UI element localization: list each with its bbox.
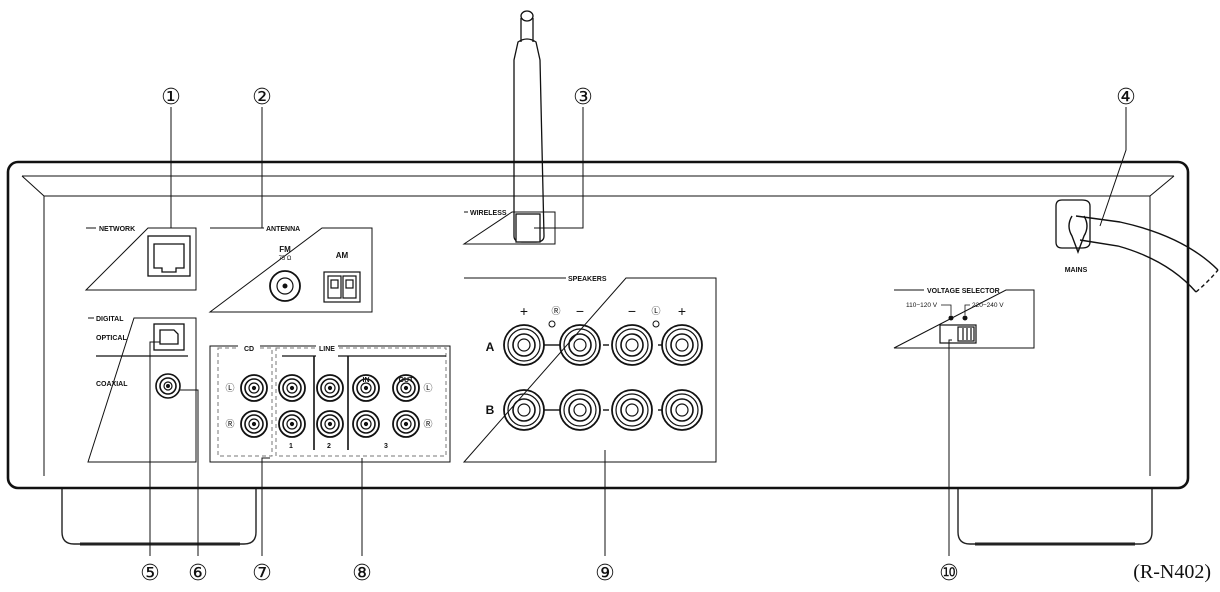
line-label: LINE xyxy=(319,346,335,353)
voltage-selector-label: VOLTAGE SELECTOR xyxy=(927,288,1000,295)
cd-right-mark: Ⓡ xyxy=(225,419,234,429)
out-right-mark: Ⓡ xyxy=(423,419,432,429)
rca-jack-line3-in-right[interactable] xyxy=(352,410,380,438)
speaker-left-mark: Ⓛ xyxy=(651,306,660,316)
voltage-selector-switch[interactable] xyxy=(939,324,977,344)
rca-jack-line3-out-right[interactable] xyxy=(392,410,420,438)
callout-3: ③ xyxy=(573,85,593,110)
network-section: NETWORK xyxy=(84,226,197,291)
callout-10: ⑩ xyxy=(939,561,959,586)
voltage-selector-section: VOLTAGE SELECTOR 110−120 V 220−240 V xyxy=(893,288,1035,349)
wireless-antenna[interactable] xyxy=(513,10,545,243)
speaker-a-right-minus: − xyxy=(576,303,584,319)
callout-7: ⑦ xyxy=(252,561,272,586)
antenna-label: ANTENNA xyxy=(266,226,300,233)
mains-section: MAINS xyxy=(1055,199,1219,293)
chassis xyxy=(6,160,1190,490)
digital-section: DIGITAL OPTICAL COAXIAL xyxy=(87,316,197,463)
speaker-a-label: A xyxy=(486,340,495,354)
digital-label: DIGITAL xyxy=(96,316,124,323)
model-label: (R-N402) xyxy=(1133,561,1211,583)
fm-antenna-jack[interactable] xyxy=(269,270,301,302)
analog-section: CD LINE IN OUT Ⓛ Ⓡ Ⓛ Ⓡ 1 2 3 xyxy=(209,344,451,463)
am-antenna-terminal[interactable] xyxy=(323,271,361,303)
cd-label: CD xyxy=(244,346,254,353)
speaker-terminal-a-left-plus[interactable] xyxy=(661,324,703,366)
voltage-220-label: 220−240 V xyxy=(972,302,1004,309)
speaker-terminal-a-left-minus[interactable] xyxy=(611,324,653,366)
am-label: AM xyxy=(336,251,349,260)
rca-jack-line3-out-left[interactable] xyxy=(392,374,420,402)
speaker-terminal-b-right-plus[interactable] xyxy=(503,389,545,431)
optical-port[interactable] xyxy=(153,323,185,351)
rca-jack-line1-right[interactable] xyxy=(278,410,306,438)
callouts: ① ② ③ ④ ⑤ ⑥ ⑦ ⑧ ⑨ ⑩ xyxy=(140,85,1136,586)
coaxial-port[interactable] xyxy=(155,373,181,399)
right-foot xyxy=(957,488,1153,546)
cd-left-mark: Ⓛ xyxy=(225,383,234,393)
network-port[interactable] xyxy=(147,235,191,277)
rca-jack-line2-right[interactable] xyxy=(316,410,344,438)
speaker-a-left-plus: + xyxy=(678,303,686,319)
callout-5: ⑤ xyxy=(140,561,160,586)
line-1-label: 1 xyxy=(289,443,293,450)
line-out-label: OUT xyxy=(399,377,415,384)
callout-4: ④ xyxy=(1116,85,1136,110)
optical-label: OPTICAL xyxy=(96,335,127,342)
callout-8: ⑧ xyxy=(352,561,372,586)
left-foot xyxy=(61,488,257,546)
callout-2: ② xyxy=(252,85,272,110)
mains-cable xyxy=(1068,215,1219,293)
callout-6: ⑥ xyxy=(188,561,208,586)
leader-lines xyxy=(149,107,1127,556)
mains-label: MAINS xyxy=(1065,267,1088,274)
callout-1: ① xyxy=(161,85,181,110)
speaker-terminal-a-right-plus[interactable] xyxy=(503,324,545,366)
speakers-section: SPEAKERS + Ⓡ − − Ⓛ + A B xyxy=(462,276,717,463)
fm-ohm-label: 75 Ω xyxy=(279,256,292,262)
speaker-b-label: B xyxy=(486,403,495,417)
speaker-terminal-b-right-minus[interactable] xyxy=(559,389,601,431)
voltage-110-label: 110−120 V xyxy=(906,302,938,309)
rca-jack-line1-left[interactable] xyxy=(278,374,306,402)
out-left-mark: Ⓛ xyxy=(423,383,432,393)
network-label: NETWORK xyxy=(99,226,135,233)
rca-jack-line2-left[interactable] xyxy=(316,374,344,402)
callout-9: ⑨ xyxy=(595,561,615,586)
line-in-label: IN xyxy=(363,377,370,384)
coaxial-label: COAXIAL xyxy=(96,381,128,388)
speaker-terminal-b-left-minus[interactable] xyxy=(611,389,653,431)
rca-jack-cd-left[interactable] xyxy=(240,374,268,402)
rca-jack-cd-right[interactable] xyxy=(240,410,268,438)
speakers-label: SPEAKERS xyxy=(568,276,607,283)
wireless-section: WIRELESS xyxy=(462,10,556,245)
rca-jack-line3-in-left[interactable] xyxy=(352,374,380,402)
speaker-a-right-plus: + xyxy=(520,303,528,319)
speaker-a-left-minus: − xyxy=(628,303,636,319)
speaker-terminal-b-left-plus[interactable] xyxy=(661,389,703,431)
line-3-label: 3 xyxy=(384,443,388,450)
line-2-label: 2 xyxy=(327,443,331,450)
fm-label: FM xyxy=(279,245,291,254)
speaker-right-mark: Ⓡ xyxy=(551,306,560,316)
antenna-section: ANTENNA FM 75 Ω AM xyxy=(208,226,373,313)
wireless-label: WIRELESS xyxy=(470,210,507,217)
